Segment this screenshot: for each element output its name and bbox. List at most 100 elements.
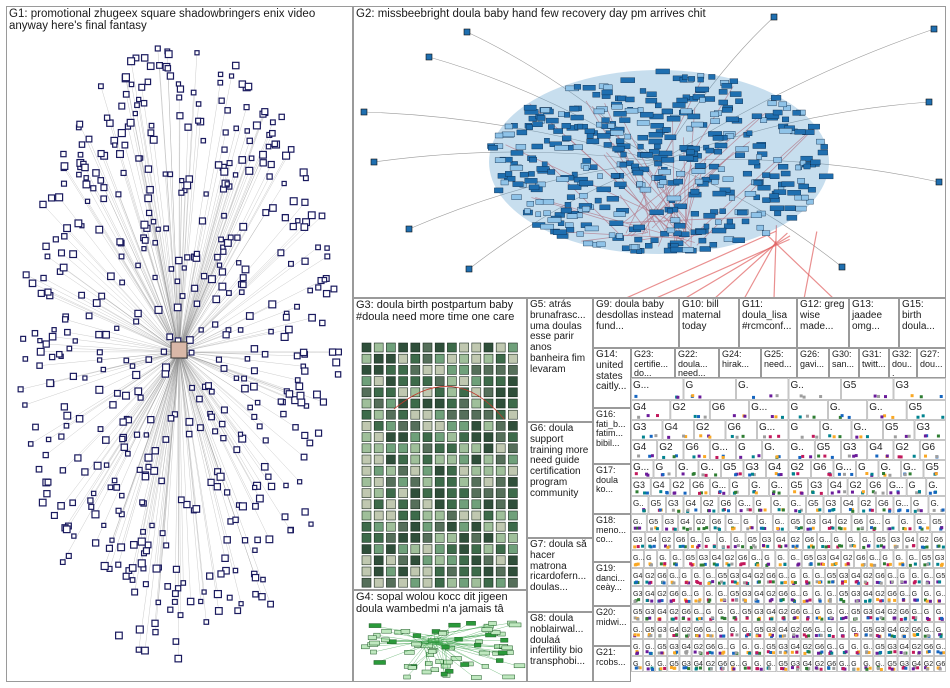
g3-node (508, 343, 517, 352)
small-cluster-node (917, 509, 920, 512)
g1-node (253, 122, 260, 129)
g2-node (566, 227, 574, 232)
small-cluster-node (675, 563, 678, 566)
g1-node (96, 226, 103, 233)
g2-node (709, 74, 716, 79)
small-cluster-label: G (764, 555, 769, 562)
small-cluster-label: G (791, 402, 799, 413)
g1-node (221, 249, 226, 254)
g1-node (157, 63, 163, 69)
small-cluster-node (739, 472, 742, 475)
g2-node (768, 101, 776, 106)
g2-node (593, 92, 600, 97)
g3-node (386, 466, 395, 475)
g1-node (45, 479, 51, 485)
small-cluster-node (815, 436, 818, 439)
g1-node (104, 463, 108, 467)
g3-node (362, 433, 371, 442)
g3-node (472, 522, 481, 531)
g3-node (508, 455, 517, 464)
g2-node (616, 139, 624, 144)
small-cluster-label: G5 (754, 627, 763, 634)
g1-node (92, 511, 99, 518)
small-cluster-label: G... (912, 609, 923, 616)
g1-node (165, 584, 171, 590)
small-cluster-node (659, 667, 662, 670)
g1-node (23, 357, 27, 361)
small-cluster-node (792, 633, 795, 636)
small-cluster-node (888, 633, 891, 636)
small-cluster-node (877, 667, 880, 670)
small-cluster-node (888, 527, 891, 530)
g3-node (460, 343, 469, 352)
g1-node (93, 170, 99, 176)
small-cluster-node (656, 527, 659, 530)
g1-node (61, 163, 68, 170)
g1-node (156, 600, 160, 604)
g1-node (240, 275, 246, 281)
g2-node (614, 111, 627, 116)
g1-node (77, 172, 81, 176)
g2-node (647, 92, 657, 97)
g3-node (472, 500, 481, 509)
g1-node (251, 346, 257, 352)
small-cluster-node (720, 580, 723, 583)
g2-node (631, 245, 638, 250)
group-label-g21: G21: rcobs... (596, 648, 628, 667)
group-label-g4: G4: sopal wolou kocc dit jigeen doula wa… (356, 592, 524, 616)
g2-node (546, 118, 558, 123)
g2-node (715, 220, 721, 225)
small-cluster-label: G (791, 573, 796, 580)
small-cluster-node (933, 509, 936, 512)
small-cluster-node (805, 599, 808, 602)
g1-node (290, 224, 296, 230)
group-label-g2: G2: missbeebright doula baby hand few re… (356, 8, 943, 20)
small-cluster-node (720, 599, 723, 602)
g1-edge (85, 167, 179, 352)
g1-node (63, 317, 68, 322)
g2-node (501, 180, 508, 185)
small-cluster-node (634, 563, 637, 566)
g1-edge (110, 352, 179, 569)
g3-node (411, 410, 420, 419)
g3-node (411, 477, 420, 486)
g1-node (251, 383, 258, 390)
g1-node (64, 412, 71, 419)
small-cluster-node (634, 395, 637, 398)
small-cluster-label: G4 (768, 462, 782, 473)
small-cluster-label: G3 (863, 609, 872, 616)
small-cluster-node (722, 456, 725, 459)
g1-node (270, 205, 277, 212)
g1-node (66, 553, 71, 558)
small-cluster-node (650, 435, 653, 438)
small-cluster-node (855, 436, 858, 439)
g1-node (145, 454, 152, 461)
g1-node (142, 647, 149, 654)
g1-node (93, 300, 100, 307)
g1-node (45, 254, 50, 259)
small-cluster-node (650, 563, 653, 566)
g1-node (99, 293, 105, 299)
small-cluster-node (812, 491, 815, 494)
g2-edge (744, 241, 776, 298)
g2-node (577, 231, 584, 236)
small-cluster-label: G2 (672, 480, 684, 490)
small-cluster-node (735, 633, 738, 636)
g3-node (496, 444, 505, 453)
small-cluster-node (685, 581, 688, 584)
g1-node (153, 241, 157, 245)
small-cluster-node (783, 563, 786, 566)
small-cluster-label: G4 (653, 480, 665, 490)
g3-node (411, 421, 420, 430)
g3-node (472, 477, 481, 486)
g1-node (185, 124, 191, 130)
small-cluster-node (835, 562, 838, 565)
g3-node (411, 365, 420, 374)
small-cluster-node (812, 546, 815, 549)
small-cluster-label: G. (815, 591, 822, 598)
small-cluster-label: G6 (912, 627, 921, 634)
g3-node (435, 365, 444, 374)
g1-node (131, 542, 138, 549)
g2-node (688, 76, 694, 81)
small-cluster-node (682, 617, 685, 620)
